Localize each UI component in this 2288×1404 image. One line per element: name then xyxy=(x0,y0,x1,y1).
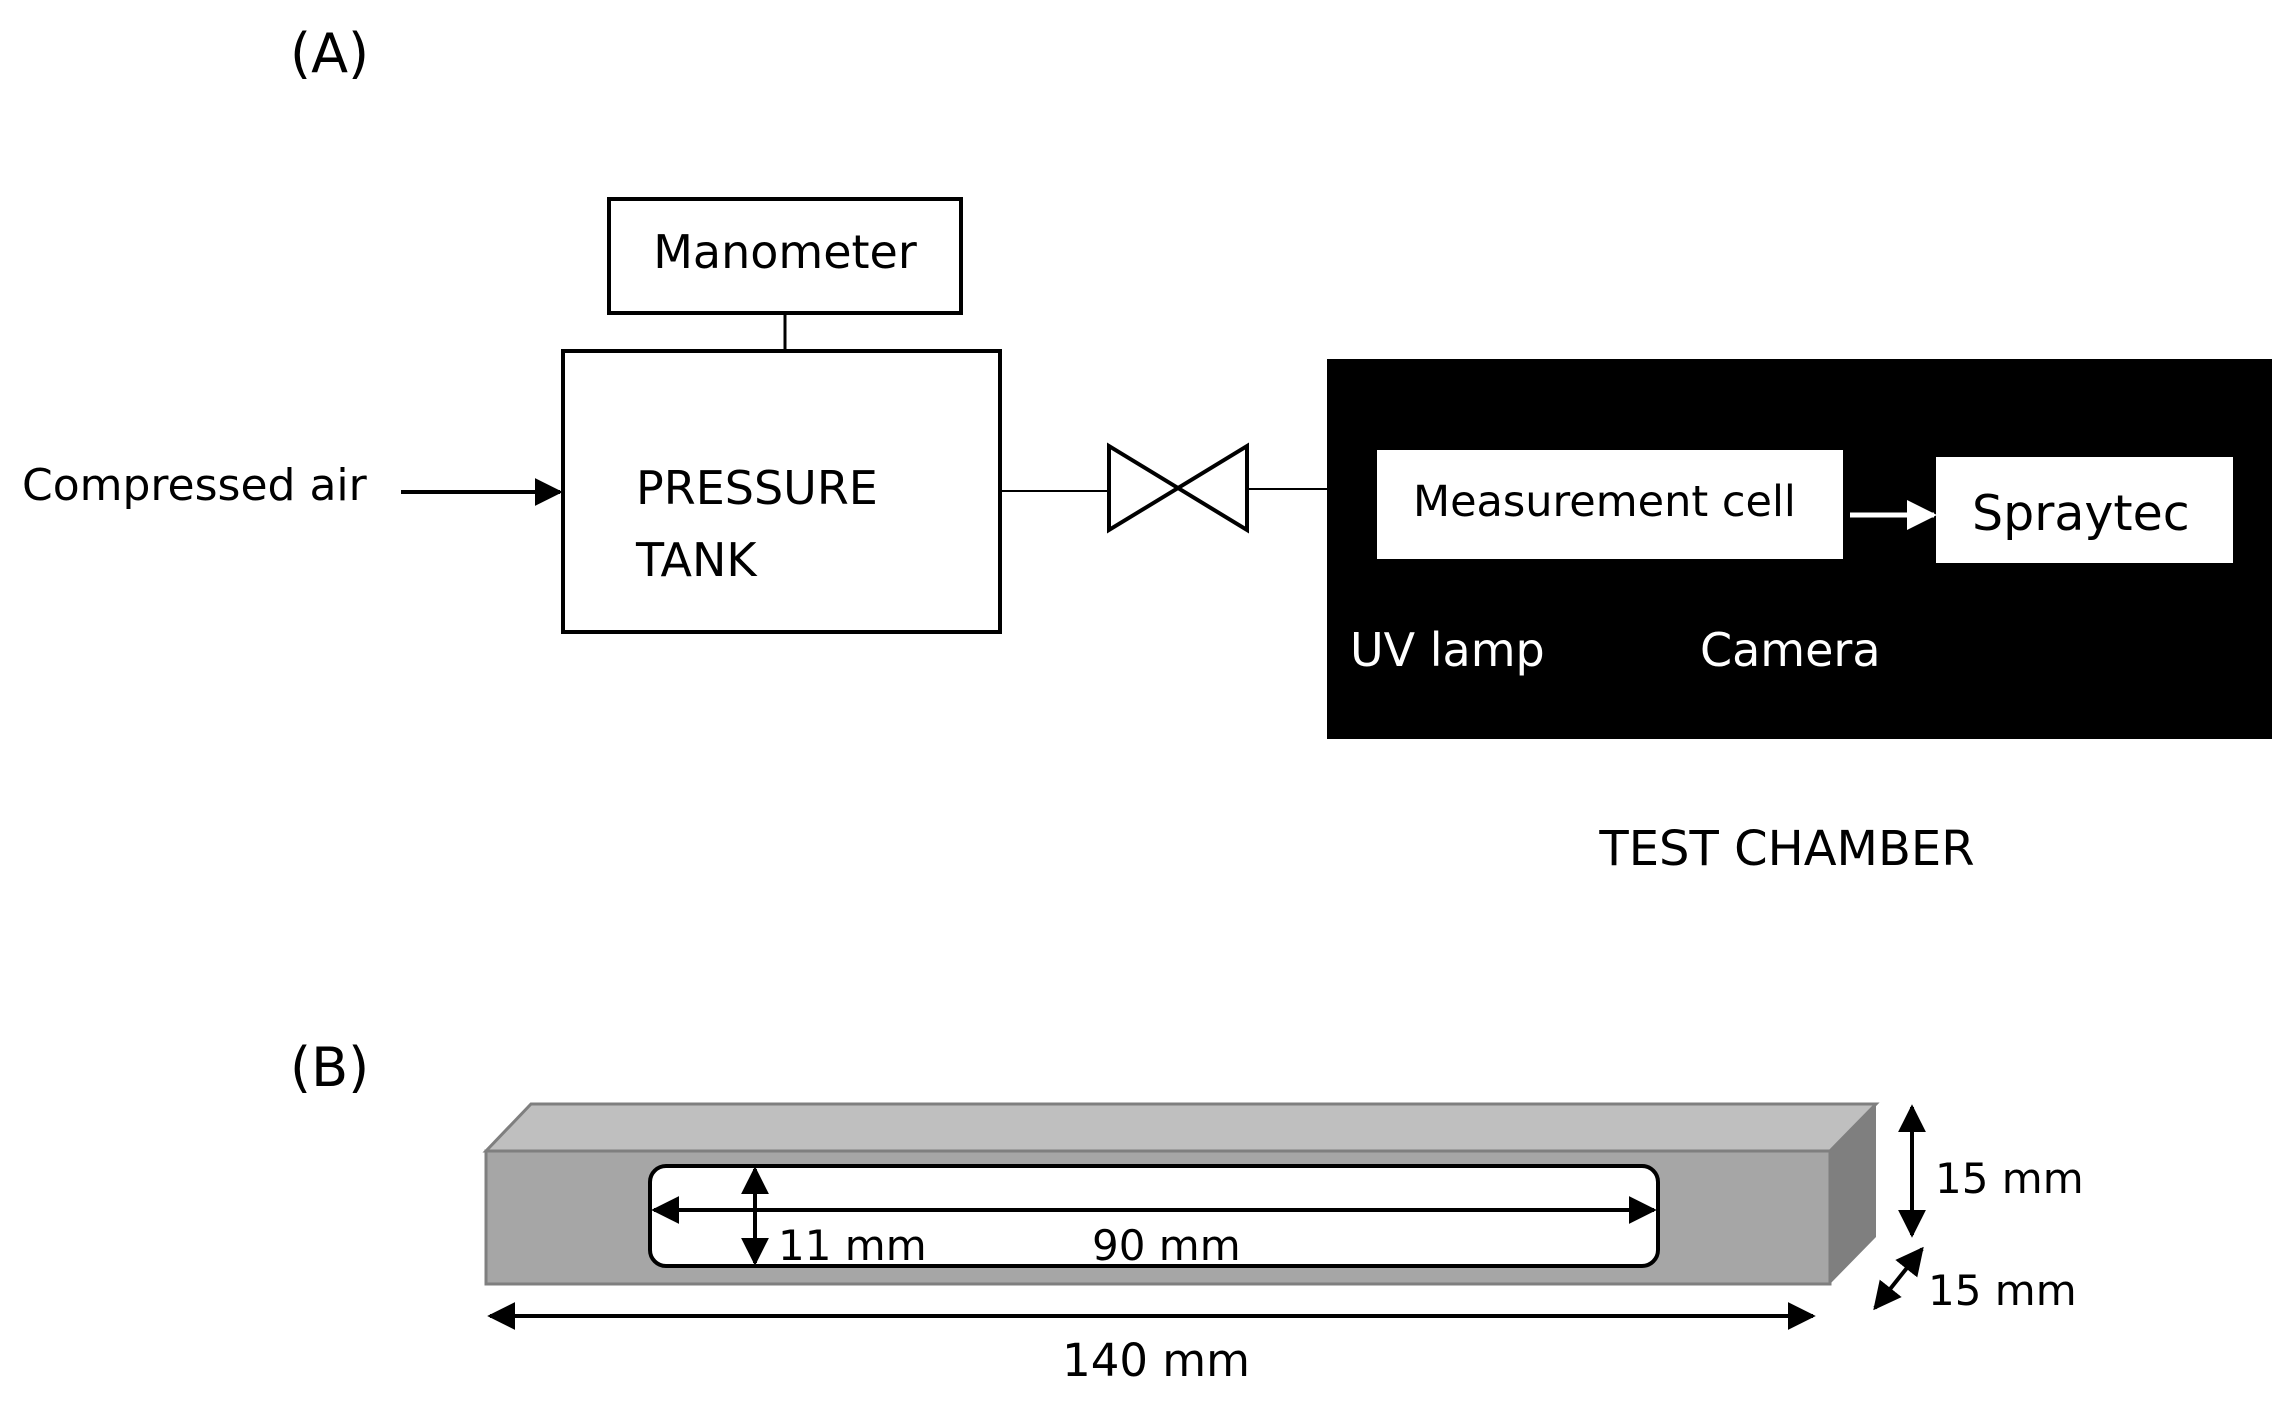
depth-outer-arrow xyxy=(1873,1246,1924,1311)
spraytec-box xyxy=(1936,457,2233,563)
manometer-box xyxy=(607,197,963,315)
block-top xyxy=(482,1102,1880,1153)
height-inner-label: 11 mm xyxy=(778,1221,927,1270)
measurement-cell-label: Measurement cell xyxy=(1413,477,1796,527)
camera-label: Camera xyxy=(1700,623,1881,677)
length-outer-label: 140 mm xyxy=(1062,1334,1250,1387)
length-inner-label: 90 mm xyxy=(1092,1221,1241,1270)
pressure-tank-label-line1: PRESSURE xyxy=(636,461,878,515)
compressed-air-label: Compressed air xyxy=(22,460,368,511)
uv-lamp-label: UV lamp xyxy=(1350,623,1545,677)
test-chamber-label: TEST CHAMBER xyxy=(1598,821,1974,877)
spraytec-label: Spraytec xyxy=(1972,485,2190,542)
depth-outer-label: 15 mm xyxy=(1928,1266,2077,1315)
measurement-cell-box xyxy=(1377,450,1843,559)
panel-b-label: (B) xyxy=(290,1036,369,1099)
block-side-face xyxy=(1830,1104,1876,1284)
pressure-tank-box xyxy=(561,349,1002,634)
pressure-tank-label-line2: TANK xyxy=(635,533,758,587)
panel-a-label: (A) xyxy=(290,22,369,85)
valve-icon xyxy=(1107,442,1249,534)
height-outer-label: 15 mm xyxy=(1935,1154,2084,1203)
manometer-label: Manometer xyxy=(653,225,917,279)
